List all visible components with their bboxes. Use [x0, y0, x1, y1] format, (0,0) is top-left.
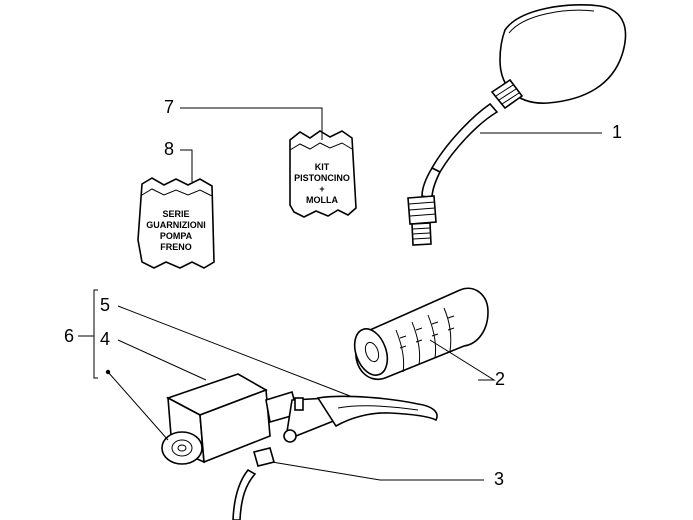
- callout-5: 5: [100, 295, 110, 315]
- callout-3: 3: [494, 469, 504, 489]
- callout-1: 1: [612, 122, 622, 142]
- brake-hose: [232, 447, 275, 520]
- handlebar-grip: [353, 287, 489, 381]
- seal-bag-line4: FRENO: [160, 242, 192, 252]
- kit-bag-line4: MOLLA: [306, 195, 338, 205]
- leader-lines: [78, 107, 602, 481]
- callout-8: 8: [164, 139, 174, 159]
- kit-bag-line3: +: [319, 184, 324, 194]
- brake-lever: [316, 395, 438, 428]
- brake-master-cylinder: [161, 373, 337, 465]
- seal-bag-line3: POMPA: [160, 231, 193, 241]
- kit-bag-line1: KIT: [315, 162, 330, 172]
- callout-4: 4: [100, 329, 110, 349]
- seal-bag-line1: SERIE: [162, 209, 189, 219]
- kit-bag-line2: PISTONCINO: [294, 173, 350, 183]
- callout-7: 7: [164, 97, 174, 117]
- seal-kit-bag: SERIE GUARNIZIONI POMPA FRENO: [137, 177, 215, 269]
- callout-2: 2: [495, 369, 505, 389]
- seal-bag-line2: GUARNIZIONI: [146, 220, 206, 230]
- callout-6: 6: [64, 326, 74, 346]
- mirror-part: [407, 4, 627, 246]
- piston-kit-bag: KIT PISTONCINO + MOLLA: [289, 130, 357, 218]
